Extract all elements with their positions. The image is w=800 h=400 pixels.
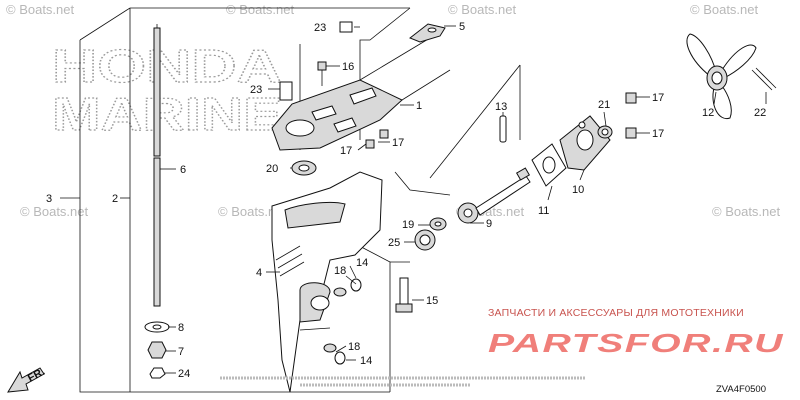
callout-9: 9 <box>486 218 492 230</box>
brand-line-2: MARINE <box>52 88 282 140</box>
front-direction-arrow: FR. <box>7 366 47 393</box>
callout-labels: 3 2 6 4 1 5 16 23 23 20 17 17 8 7 24 9 1… <box>46 21 766 380</box>
leader-lines <box>60 25 767 374</box>
ad-logo: PARTSFOR.RU <box>488 328 784 358</box>
extension-case <box>271 171 383 393</box>
brand-lettering: HONDA MARINE <box>51 39 282 140</box>
callout-21: 21 <box>598 99 610 111</box>
callout-22: 22 <box>754 107 766 119</box>
callout-16: 16 <box>342 61 354 73</box>
callout-7: 7 <box>178 346 184 358</box>
callout-18: 18 <box>334 265 346 277</box>
callout-14: 14 <box>360 355 372 367</box>
store-advert: ЗАПЧАСТИ И АКСЕССУАРЫ ДЛЯ МОТОТЕХНИКИ PA… <box>488 307 784 358</box>
watermark: © Boats.net <box>218 204 287 219</box>
callout-17: 17 <box>652 128 664 140</box>
callout-24: 24 <box>178 368 190 380</box>
callout-17: 17 <box>652 92 664 104</box>
callout-6: 6 <box>180 164 186 176</box>
direction-label: FR. <box>26 366 47 385</box>
callout-4: 4 <box>256 267 262 279</box>
mount-plate <box>271 37 451 151</box>
gear-housing <box>531 92 637 187</box>
callout-17: 17 <box>392 137 404 149</box>
callout-1: 1 <box>416 100 422 112</box>
watermark: © Boats.net <box>6 2 75 17</box>
bracket-part <box>409 23 446 43</box>
callout-12: 12 <box>702 107 714 119</box>
callout-8: 8 <box>178 322 184 334</box>
watermark: © Boats.net <box>690 2 759 17</box>
callout-23: 23 <box>314 22 326 34</box>
callout-18: 18 <box>348 341 360 353</box>
callout-20: 20 <box>266 163 278 175</box>
callout-17: 17 <box>340 145 352 157</box>
ad-tagline: ЗАПЧАСТИ И АКСЕССУАРЫ ДЛЯ МОТОТЕХНИКИ <box>488 307 744 319</box>
callout-14: 14 <box>356 257 368 269</box>
drive-shaft <box>153 24 161 307</box>
propeller <box>686 33 777 120</box>
small-parts-left <box>144 321 170 379</box>
callout-2: 2 <box>112 193 118 205</box>
callout-13: 13 <box>495 101 507 113</box>
callout-5: 5 <box>459 21 465 33</box>
fine-print <box>220 376 585 387</box>
watermark: © Boats.net <box>448 2 517 17</box>
callout-25: 25 <box>388 237 400 249</box>
callout-10: 10 <box>572 184 584 196</box>
gear-assembly <box>414 167 531 251</box>
callout-3: 3 <box>46 193 52 205</box>
callout-23: 23 <box>250 84 262 96</box>
callout-15: 15 <box>426 295 438 307</box>
diagram-code: ZVA4F0500 <box>716 384 766 395</box>
brand-line-1: HONDA <box>52 40 282 92</box>
pin <box>499 115 507 143</box>
fasteners <box>279 21 413 365</box>
callout-19: 19 <box>402 219 414 231</box>
watermark: © Boats.net <box>20 204 89 219</box>
watermark: © Boats.net <box>226 2 295 17</box>
watermark: © Boats.net <box>712 204 781 219</box>
callout-11: 11 <box>538 205 549 217</box>
